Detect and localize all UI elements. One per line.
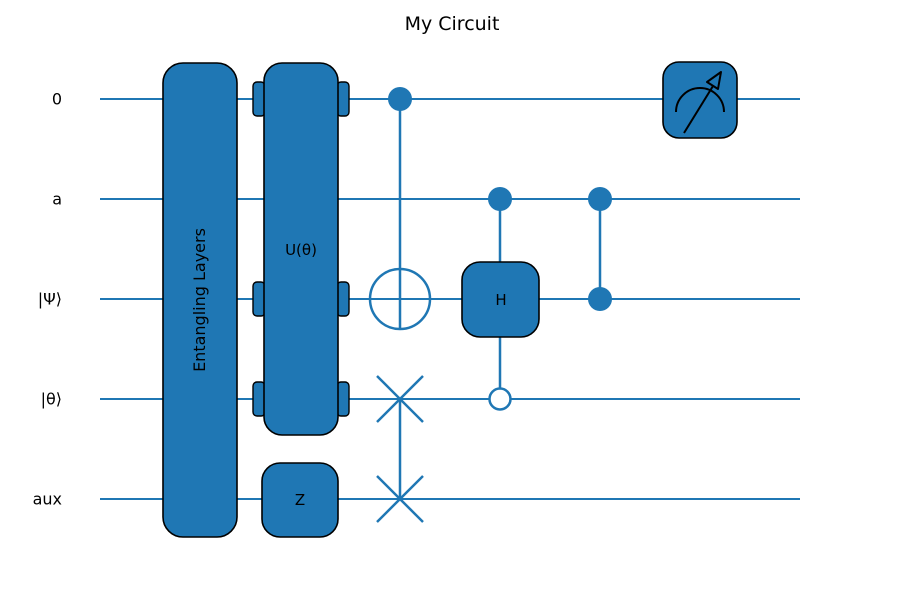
wire-label-psi: |Ψ⟩: [38, 290, 62, 309]
cz-control-dot-a: [588, 187, 612, 211]
swap-cross-bottom-icon: [376, 475, 424, 523]
entangling-layers-box: [162, 62, 238, 538]
cz-gate: [588, 187, 612, 311]
cnot-gate: [368, 87, 432, 331]
cnot-target-icon: [368, 267, 432, 331]
z-gate-label: Z: [295, 491, 305, 509]
swap-cross-top-icon: [376, 375, 424, 423]
z-gate: Z: [261, 462, 339, 538]
swap-gate: [376, 375, 424, 523]
controlled-h-gate: H: [461, 187, 540, 411]
wire-label-aux: aux: [33, 490, 62, 509]
entangling-layers-label: Entangling Layers: [190, 228, 209, 372]
anti-control-circle-icon: [488, 387, 512, 411]
measurement-gate: [662, 61, 738, 139]
unitary-gate: U(θ): [252, 62, 350, 436]
controlled-h-control-dot: [488, 187, 512, 211]
h-gate-box: [461, 261, 540, 338]
measurement-gauge-icon: [675, 71, 725, 134]
entangling-layers-gate: Entangling Layers: [162, 62, 238, 538]
wire-label-0: 0: [52, 90, 62, 109]
wire-label-theta: |θ⟩: [41, 390, 62, 409]
cz-control-dot-psi: [588, 287, 612, 311]
measurement-box: [662, 61, 738, 139]
unitary-label: U(θ): [285, 241, 317, 259]
cnot-control-dot: [388, 87, 412, 111]
wire-label-a: a: [52, 190, 62, 209]
z-gate-box: [261, 462, 339, 538]
circuit-title: My Circuit: [405, 13, 500, 35]
h-gate-label: H: [495, 291, 506, 309]
unitary-box: [263, 62, 339, 436]
